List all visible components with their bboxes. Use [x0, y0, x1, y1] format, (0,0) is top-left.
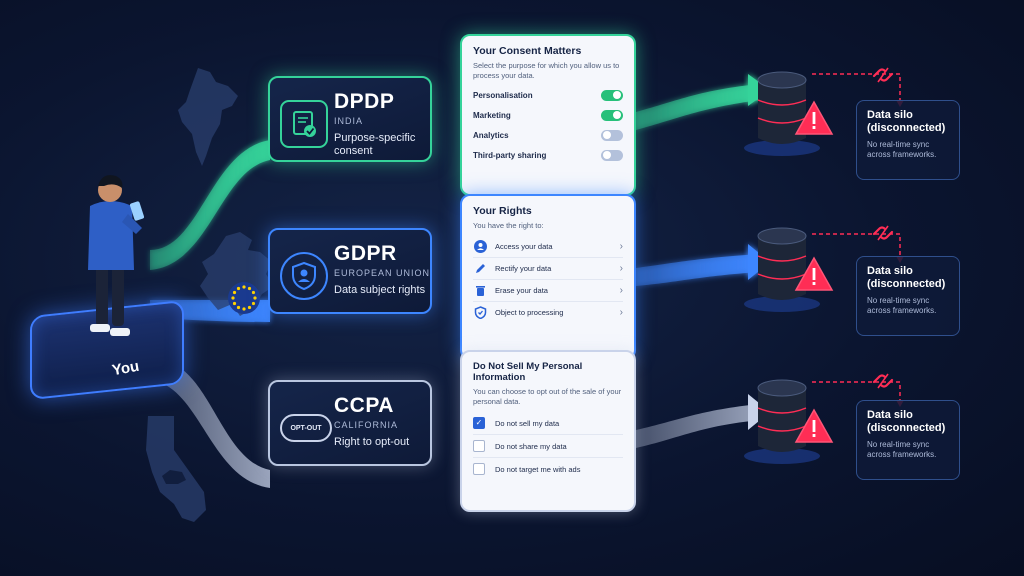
consent-label: Marketing — [473, 110, 511, 120]
dashed-sync-2 — [812, 233, 901, 256]
database-warning-icon — [744, 379, 834, 464]
panel-subtitle: You can choose to opt out of the sale of… — [473, 387, 622, 406]
framework-name: DPDP — [334, 90, 395, 113]
panel-subtitle: You have the right to: — [473, 221, 544, 230]
consent-row-analytics[interactable]: Analytics — [473, 125, 623, 145]
broken-link-icon — [872, 373, 894, 389]
india-map-icon — [178, 68, 238, 166]
framework-name: CCPA — [334, 394, 394, 417]
framework-description: Purpose-specific consent — [334, 132, 416, 157]
opt-out-label: Do not share my data — [495, 441, 567, 451]
silo-note: No real-time sync across frameworks. — [867, 140, 937, 159]
opt-out-label: Do not target me with ads — [495, 464, 581, 474]
framework-region: EUROPEAN UNION — [334, 268, 431, 278]
chevron-right-icon: › — [619, 306, 623, 318]
opt-out-panel: Do Not Sell My Personal Information You … — [460, 350, 636, 512]
opt-out-row-ads[interactable]: Do not target me with ads — [473, 458, 623, 480]
panel-title: Your Consent Matters — [473, 45, 582, 57]
panel-title: Your Rights — [473, 205, 532, 217]
right-label: Object to processing — [495, 307, 564, 317]
database-warning-icon — [744, 227, 834, 312]
flow-gdpr-out — [636, 254, 760, 286]
data-silo-card: Data silo (disconnected) No real-time sy… — [856, 400, 960, 480]
checkbox[interactable] — [473, 440, 485, 452]
framework-region: CALIFORNIA — [334, 420, 399, 430]
flow-dpdp-in — [150, 140, 270, 270]
pencil-icon — [473, 261, 487, 275]
right-row-object[interactable]: Object to processing › — [473, 302, 623, 323]
data-silo-card: Data silo (disconnected) No real-time sy… — [856, 256, 960, 336]
framework-card-dpdp[interactable]: DPDP INDIA Purpose-specific consent — [268, 76, 432, 162]
dashed-sync-1 — [812, 73, 901, 100]
data-silo-card: Data silo (disconnected) No real-time sy… — [856, 100, 960, 180]
right-row-rectify[interactable]: Rectify your data › — [473, 258, 623, 280]
opt-out-label: Do not sell my data — [495, 418, 560, 428]
consent-label: Third-party sharing — [473, 150, 547, 160]
toggle-switch[interactable] — [601, 109, 623, 121]
framework-description: Right to opt-out — [334, 436, 410, 448]
chevron-right-icon: › — [619, 284, 623, 296]
framework-card-gdpr[interactable]: GDPR EUROPEAN UNION Data subject rights — [268, 228, 432, 314]
panel-subtitle: Select the purpose for which you allow u… — [473, 61, 620, 80]
flow-ccpa-out — [636, 404, 760, 448]
eu-flag-icon — [228, 282, 260, 314]
framework-card-ccpa[interactable]: OPT-OUT CCPA CALIFORNIA Right to opt-out — [268, 380, 432, 466]
consent-row-third-party[interactable]: Third-party sharing — [473, 145, 623, 165]
toggle-switch[interactable] — [601, 149, 623, 161]
chevron-right-icon: › — [619, 262, 623, 274]
consent-panel: Your Consent Matters Select the purpose … — [460, 34, 636, 196]
shield-icon — [473, 305, 487, 319]
right-label: Rectify your data — [495, 263, 552, 273]
opt-out-row-share[interactable]: Do not share my data — [473, 435, 623, 458]
flow-ccpa-in — [150, 360, 270, 488]
right-label: Access your data — [495, 241, 553, 251]
consent-row-marketing[interactable]: Marketing — [473, 105, 623, 125]
dashed-sync-3 — [812, 381, 901, 400]
flow-dpdp-out — [636, 84, 760, 130]
silo-title: Data silo (disconnected) — [867, 409, 946, 434]
right-row-erase[interactable]: Erase your data › — [473, 280, 623, 302]
broken-link-icon — [872, 225, 894, 241]
user-icon — [473, 239, 487, 253]
checkbox[interactable] — [473, 463, 485, 475]
silo-title: Data silo (disconnected) — [867, 109, 946, 134]
framework-name: GDPR — [334, 242, 397, 265]
shield-user-icon — [280, 252, 328, 300]
chevron-right-icon: › — [619, 240, 623, 252]
consent-label: Analytics — [473, 130, 509, 140]
broken-link-icon — [872, 67, 894, 83]
panel-title: Do Not Sell My Personal Information — [473, 361, 583, 383]
framework-region: INDIA — [334, 116, 364, 126]
consent-document-icon — [280, 100, 328, 148]
person-with-phone-icon — [88, 175, 145, 336]
opt-out-row-sell[interactable]: ✓ Do not sell my data — [473, 412, 623, 435]
toggle-switch[interactable] — [601, 129, 623, 141]
consent-row-personalisation[interactable]: Personalisation — [473, 85, 623, 105]
rights-panel: Your Rights You have the right to: Acces… — [460, 194, 636, 360]
right-row-access[interactable]: Access your data › — [473, 236, 623, 258]
california-map-icon — [146, 416, 206, 522]
checkbox-checked[interactable]: ✓ — [473, 417, 485, 429]
framework-description: Data subject rights — [334, 284, 426, 296]
toggle-switch[interactable] — [601, 89, 623, 101]
database-warning-icon — [744, 71, 834, 156]
trash-icon — [473, 283, 487, 297]
opt-out-toggle-icon: OPT-OUT — [280, 414, 332, 442]
silo-note: No real-time sync across frameworks. — [867, 296, 937, 315]
opt-out-toggle-label: OPT-OUT — [290, 424, 322, 432]
silo-title: Data silo (disconnected) — [867, 265, 946, 290]
right-label: Erase your data — [495, 285, 548, 295]
silo-note: No real-time sync across frameworks. — [867, 440, 937, 459]
consent-label: Personalisation — [473, 90, 533, 100]
